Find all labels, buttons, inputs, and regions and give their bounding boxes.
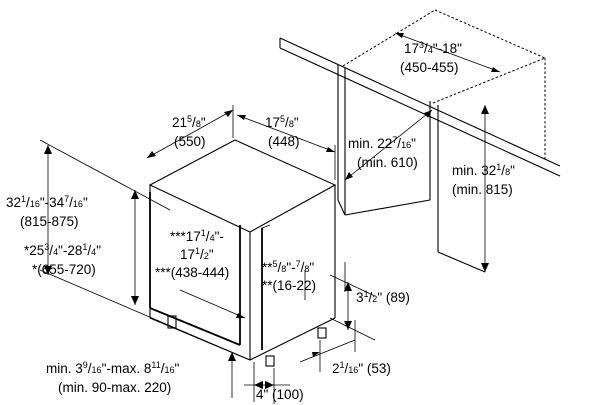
toe-height-label: 31/2" (89) <box>356 289 410 305</box>
gap-mm-label: **(16-22) <box>262 278 316 293</box>
kick-label: 4" (100) <box>256 387 304 402</box>
bottom-setback-dimension <box>228 352 290 404</box>
recess-width-mm-label: (450-455) <box>400 60 459 75</box>
foot-right <box>317 327 327 339</box>
cabinet-depth-label: min. 227/16" <box>348 135 416 151</box>
countertop-outline <box>279 37 561 273</box>
gap-label: **5/8"-7/8" <box>262 259 314 275</box>
foot-depth-dimension <box>299 320 356 372</box>
min-height-label: min. 321/8" <box>452 162 515 178</box>
adjustable-height-label: *253/4"-281/4" <box>24 242 101 258</box>
bottom-setback-mm-label: (min. 90-max. 220) <box>58 380 171 395</box>
door-width-label-2: 171/2" <box>180 246 214 262</box>
niche-dashed-outline <box>342 9 546 160</box>
door-width-label: ***171/4"- <box>170 228 224 244</box>
overall-height-label: 321/16"-347/16" <box>6 194 88 210</box>
depth-dimension <box>146 105 234 159</box>
overall-height-mm-label: (815-875) <box>20 214 79 229</box>
gap-dimension <box>304 262 346 300</box>
overall-height-dimension <box>39 139 251 361</box>
min-height-mm-label: (min. 815) <box>452 182 513 197</box>
niche-width-dimension <box>394 32 501 73</box>
width-dimension <box>236 114 336 180</box>
foot-depth-label: 21/16" (53) <box>332 360 391 376</box>
adjustable-height-mm-label: *(655-720) <box>32 262 96 277</box>
door-width-mm-label: ***(438-444) <box>155 265 229 280</box>
depth-label: 215/8" <box>172 114 206 130</box>
foot-left <box>167 315 177 329</box>
dishwasher-body <box>148 139 337 367</box>
foot-front <box>265 355 275 367</box>
cabinet-depth-dimension <box>344 109 433 181</box>
toe-height-dimension <box>329 274 376 341</box>
width-label: 175/8" <box>265 114 299 130</box>
recess-width-label: 173/4"-18" <box>404 40 462 56</box>
min-height-dimension <box>481 105 489 272</box>
cabinet-depth-mm-label: (min. 610) <box>357 155 418 170</box>
door-width-dimension <box>179 289 246 319</box>
depth-mm-label: (550) <box>174 134 206 149</box>
bottom-setback-label: min. 39/16"-max. 811/16" <box>46 360 180 376</box>
width-mm-label: (448) <box>268 134 300 149</box>
